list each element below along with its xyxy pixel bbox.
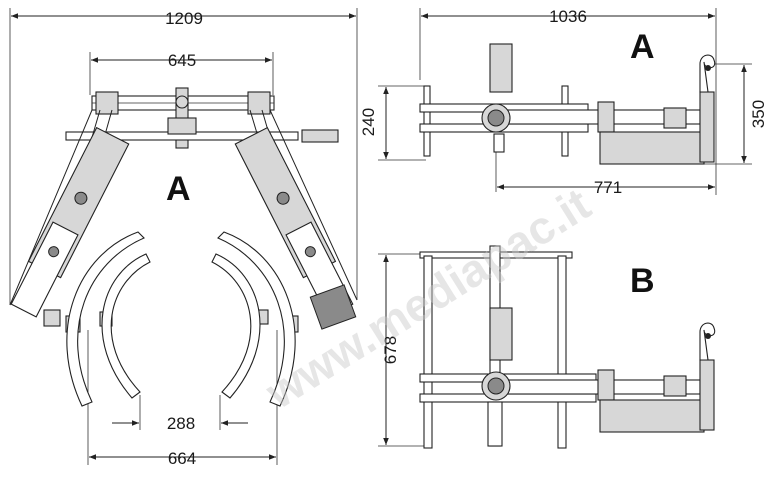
dim-664: 664 [168, 449, 196, 468]
dim-350: 350 [749, 100, 768, 128]
dim-1036: 1036 [549, 7, 587, 26]
view-label-right-bottom: B [630, 262, 655, 300]
dim-1209: 1209 [165, 9, 203, 28]
dim-645: 645 [168, 51, 196, 70]
front-view-a: A 1209 645 288 664 [9, 8, 358, 468]
side-view-a: A 1036 240 350 771 [359, 7, 768, 197]
dim-288: 288 [167, 414, 195, 433]
dim-240: 240 [359, 108, 378, 136]
view-label-right-top: A [630, 28, 655, 66]
dim-678: 678 [381, 336, 400, 364]
view-label-left: A [166, 170, 191, 208]
side-view-b: B 678 [378, 245, 716, 449]
dim-771: 771 [594, 178, 622, 197]
